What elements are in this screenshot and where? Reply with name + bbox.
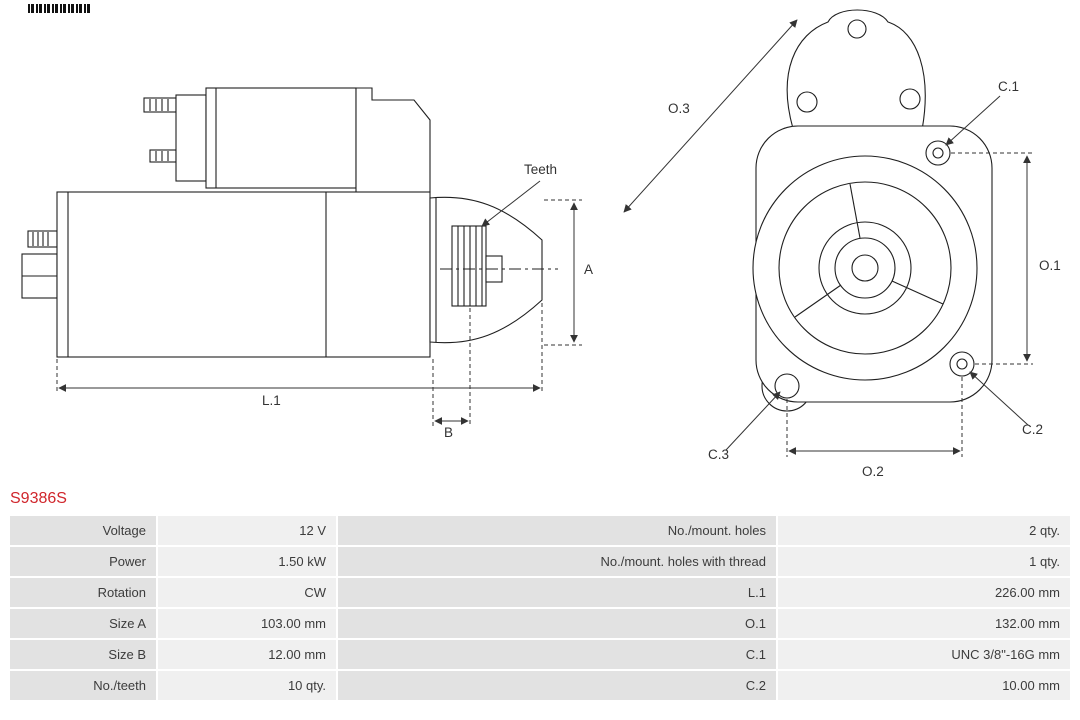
spec-label: O.1 xyxy=(338,609,776,638)
dimension-l1 xyxy=(56,303,543,393)
table-row: Rotation CW L.1 226.00 mm xyxy=(10,578,1070,607)
table-row: Power 1.50 kW No./mount. holes with thre… xyxy=(10,547,1070,576)
side-view-drawing xyxy=(21,87,558,358)
table-row: Size A 103.00 mm O.1 132.00 mm xyxy=(10,609,1070,638)
spec-value: 2 qty. xyxy=(778,516,1070,545)
c1-leader-line xyxy=(945,95,1001,146)
spec-label: No./teeth xyxy=(10,671,156,700)
spec-label: Voltage xyxy=(10,516,156,545)
spec-label: C.1 xyxy=(338,640,776,669)
spec-label: Size B xyxy=(10,640,156,669)
spec-value: 1 qty. xyxy=(778,547,1070,576)
mounting-holes xyxy=(774,140,975,399)
c2-leader-line xyxy=(969,371,1029,426)
solenoid xyxy=(175,87,431,193)
top-bracket xyxy=(786,9,926,133)
label-c1: C.1 xyxy=(998,79,1019,94)
label-c3: C.3 xyxy=(708,447,729,462)
spec-label: Rotation xyxy=(10,578,156,607)
table-row: Voltage 12 V No./mount. holes 2 qty. xyxy=(10,516,1070,545)
dimension-o2 xyxy=(786,377,963,457)
dimension-b xyxy=(432,308,471,427)
spec-label: L.1 xyxy=(338,578,776,607)
part-number-link[interactable]: S9386S xyxy=(10,490,67,507)
spec-value: 103.00 mm xyxy=(158,609,336,638)
label-a: A xyxy=(584,262,593,277)
drive-end-housing xyxy=(429,196,558,344)
spec-value: 10.00 mm xyxy=(778,671,1070,700)
front-view-drawing xyxy=(752,9,993,412)
table-row: Size B 12.00 mm C.1 UNC 3/8"-16G mm xyxy=(10,640,1070,669)
teeth-leader-line xyxy=(481,180,541,227)
dimension-a xyxy=(544,199,582,346)
spec-label: No./mount. holes with thread xyxy=(338,547,776,576)
spec-value: 132.00 mm xyxy=(778,609,1070,638)
spec-value: UNC 3/8"-16G mm xyxy=(778,640,1070,669)
spec-value: 10 qty. xyxy=(158,671,336,700)
label-o2: O.2 xyxy=(862,464,884,479)
label-o3: O.3 xyxy=(668,101,690,116)
c3-leader-line xyxy=(725,391,781,451)
spec-value: 1.50 kW xyxy=(158,547,336,576)
technical-drawing: Teeth A L.1 B xyxy=(21,9,1061,479)
side-view-dimensions xyxy=(56,180,582,427)
solenoid-terminals xyxy=(143,97,177,163)
spec-value: 12 V xyxy=(158,516,336,545)
dimension-o3-line xyxy=(623,19,798,213)
motor-face xyxy=(752,155,978,381)
spec-label: C.2 xyxy=(338,671,776,700)
label-o1: O.1 xyxy=(1039,258,1061,273)
spec-table: Voltage 12 V No./mount. holes 2 qty. Pow… xyxy=(8,514,1072,702)
spec-value: CW xyxy=(158,578,336,607)
spec-label: Size A xyxy=(10,609,156,638)
terminal-studs xyxy=(21,230,58,299)
spec-value: 226.00 mm xyxy=(778,578,1070,607)
dimension-o1 xyxy=(951,152,1033,365)
label-l1: L.1 xyxy=(262,393,281,408)
spec-label: Power xyxy=(10,547,156,576)
table-row: No./teeth 10 qty. C.2 10.00 mm xyxy=(10,671,1070,700)
label-teeth: Teeth xyxy=(524,162,557,177)
spec-value: 12.00 mm xyxy=(158,640,336,669)
label-b: B xyxy=(444,425,453,440)
motor-body xyxy=(56,191,431,358)
barcode xyxy=(28,4,92,13)
front-view-dimensions xyxy=(623,19,1033,457)
spec-label: No./mount. holes xyxy=(338,516,776,545)
label-c2: C.2 xyxy=(1022,422,1043,437)
